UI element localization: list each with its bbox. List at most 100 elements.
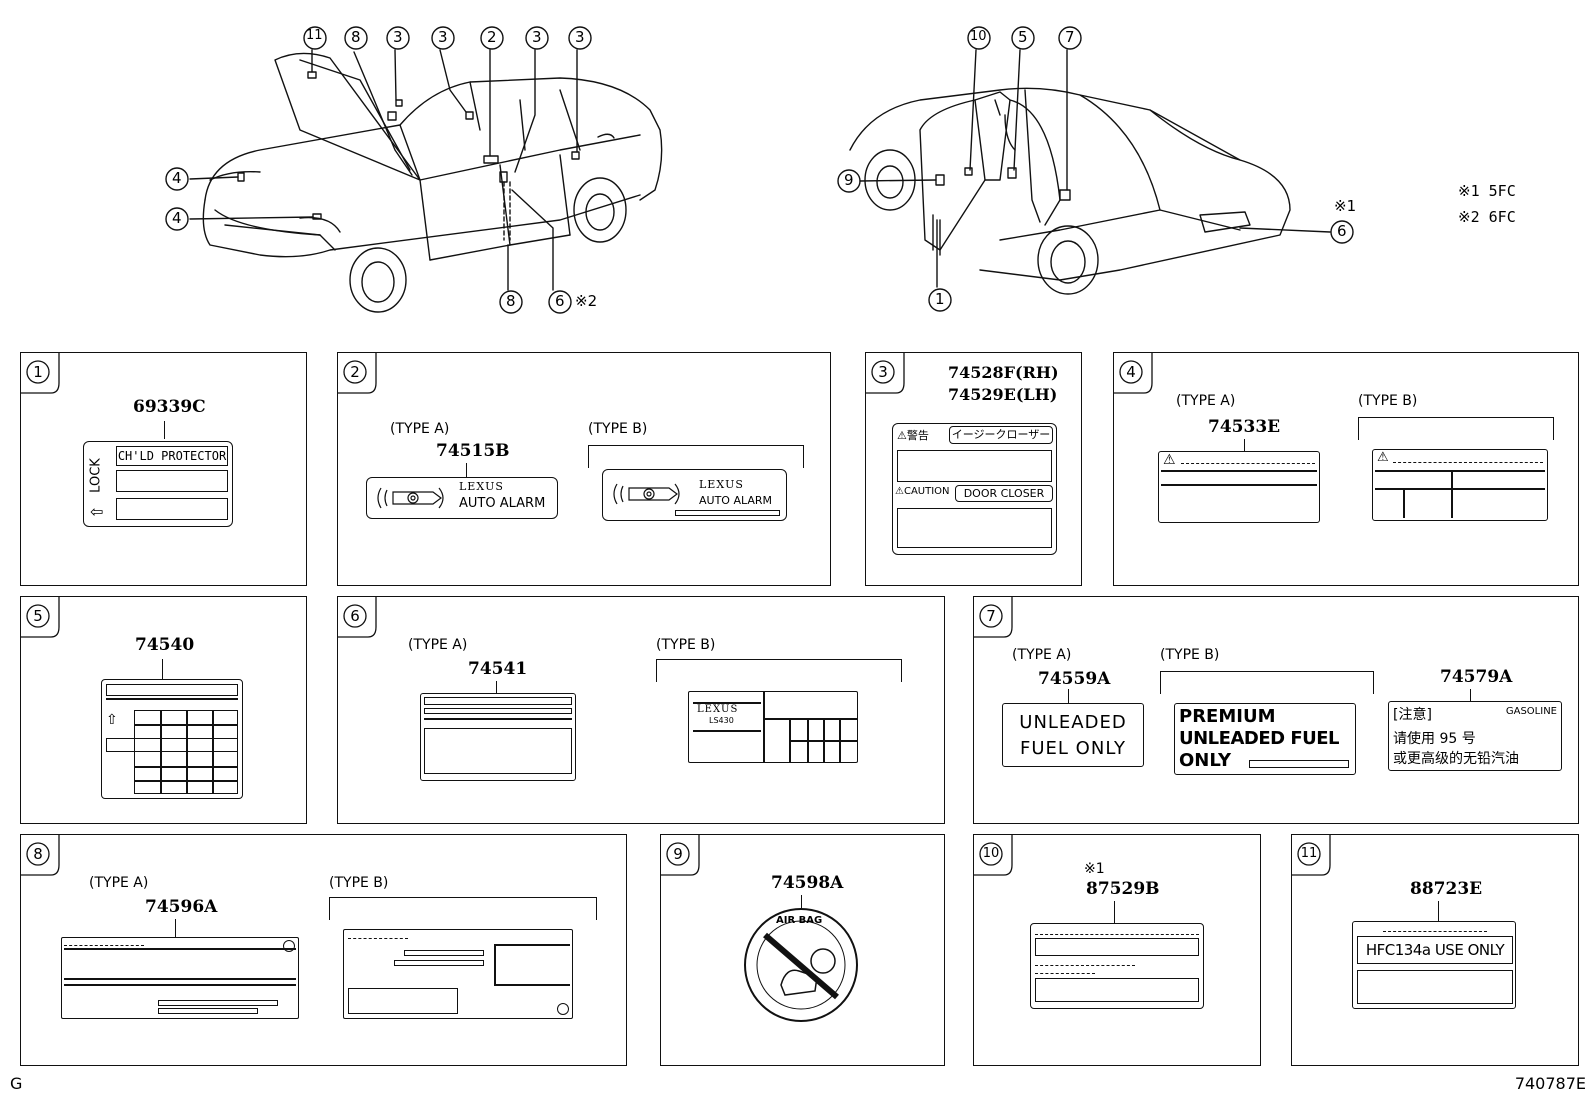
brand-logo: LEXUS: [699, 478, 744, 491]
panel-number: 3: [878, 363, 888, 381]
panel-number-tab: 2: [338, 353, 382, 395]
premium-line-1: PREMIUM: [1179, 706, 1276, 727]
panel-number: 9: [673, 845, 683, 863]
panel-10: 10 ※1 87529B: [973, 834, 1261, 1066]
part-number: 74541: [468, 659, 528, 679]
callout-3: 3: [532, 28, 542, 46]
cn-header: [注意]: [1393, 707, 1432, 723]
unleaded-line-1: UNLEADED: [1019, 712, 1127, 733]
warning-triangle-icon: ⚠: [1377, 450, 1389, 465]
arrow-up-icon: ⇧: [106, 712, 118, 728]
panel-4: 4 (TYPE A) 74533E ⚠ (TYPE B) ⚠: [1113, 352, 1579, 586]
side-lock-text: LOCK: [88, 458, 104, 493]
type-b-label: (TYPE B): [588, 421, 648, 437]
part-number-rh: 74528F(RH): [948, 363, 1059, 382]
part-number: 74533E: [1208, 417, 1281, 437]
panel-number: 5: [33, 607, 43, 625]
hfc-text: HFC134a USE ONLY: [1357, 936, 1513, 964]
note-2: ※2: [575, 292, 598, 310]
load-label-type-b: LEXUS LS430: [688, 691, 858, 763]
auto-alarm-text: AUTO ALARM: [699, 494, 773, 507]
footnotes: ※1 5FC ※2 6FC: [1458, 178, 1516, 230]
callout-1: 1: [935, 290, 945, 308]
callout-11: 11: [306, 28, 323, 43]
rear-car-illustration: [849, 87, 1291, 295]
auto-alarm-text: AUTO ALARM: [459, 496, 546, 511]
callout-10: 10: [970, 29, 987, 44]
type-b-label: (TYPE B): [1358, 393, 1418, 409]
easy-closer-text: イージークローザー: [949, 426, 1053, 444]
model-name: LS430: [709, 716, 734, 725]
panel-number: 6: [350, 607, 360, 625]
panel-number: 10: [982, 846, 1000, 861]
part-number: 74540: [135, 635, 195, 655]
callout-8: 8: [506, 292, 516, 310]
emission-label-type-b: [343, 929, 573, 1019]
panel-number-tab: 6: [338, 597, 382, 639]
panel-number-tab: 9: [661, 835, 705, 877]
child-protector-label: LOCK CH'LD PROTECTOR ⇦: [83, 441, 233, 527]
door-closer-text: DOOR CLOSER: [955, 485, 1053, 502]
type-a-label: (TYPE A): [1012, 647, 1072, 663]
label-title: CH'LD PROTECTOR: [116, 446, 228, 466]
callout-4: 4: [172, 209, 182, 227]
car-alarm-icon: [613, 483, 680, 505]
panel-number-tab: 4: [1114, 353, 1158, 395]
note-1: ※1: [1334, 197, 1357, 215]
type-b-label: (TYPE B): [1160, 647, 1220, 663]
part-number-c: 74579A: [1440, 667, 1513, 687]
hood-label-type-a: ⚠: [1158, 451, 1320, 523]
brand-logo: LEXUS: [697, 704, 739, 715]
panel-number: 2: [350, 363, 360, 381]
panel-number: 7: [986, 607, 996, 625]
warning-jp: ⚠警告: [897, 429, 929, 442]
part-number: 74596A: [145, 897, 218, 917]
callout-6: 6: [555, 292, 565, 310]
premium-line-3: ONLY: [1179, 750, 1232, 771]
callout-5: 5: [1018, 28, 1028, 46]
arrow-left-icon: ⇦: [90, 502, 104, 521]
panel-number-tab: 8: [21, 835, 65, 877]
panel-number: 1: [33, 363, 43, 381]
part-number: 74515B: [436, 441, 510, 461]
part-number: 69339C: [133, 397, 206, 417]
part-number: 74598A: [771, 873, 844, 893]
panel-1: 1 69339C LOCK CH'LD PROTECTOR ⇦: [20, 352, 307, 586]
part-number: 88723E: [1410, 879, 1483, 899]
callout-3: 3: [575, 28, 585, 46]
type-a-label: (TYPE A): [408, 637, 468, 653]
panel-6: 6 (TYPE A) 74541 (TYPE B) LEXUS LS430: [337, 596, 945, 824]
panel-number-tab: 10: [974, 835, 1018, 877]
panel-number-tab: 5: [21, 597, 65, 639]
part-number: 87529B: [1086, 879, 1160, 899]
callout-9: 9: [844, 171, 854, 189]
premium-line-2: UNLEADED FUEL: [1179, 728, 1340, 749]
ac-refrigerant-label: HFC134a USE ONLY: [1352, 921, 1516, 1009]
panel-number: 8: [33, 845, 43, 863]
unleaded-line-2: FUEL ONLY: [1020, 738, 1126, 759]
chinese-fuel-label: [注意] GASOLINE 请使用 95 号 或更高级的无铅汽油: [1388, 701, 1562, 771]
vehicle-label-location-illustrations: [165, 26, 1354, 314]
air-filter-label: [1030, 923, 1204, 1009]
front-car-illustration: [202, 52, 663, 313]
note-marker: ※1: [1084, 861, 1105, 877]
type-a-label: (TYPE A): [390, 421, 450, 437]
callout-3: 3: [438, 28, 448, 46]
emission-label-type-a: [61, 937, 299, 1019]
panel-number-tab: 11: [1292, 835, 1336, 877]
door-closer-label: ⚠警告 イージークローザー ⚠CAUTION DOOR CLOSER: [892, 423, 1057, 555]
callout-7: 7: [1065, 28, 1075, 46]
auto-alarm-label-type-b: LEXUS AUTO ALARM: [602, 469, 787, 521]
type-a-label: (TYPE A): [89, 875, 149, 891]
panel-5: 5 74540 ⇧: [20, 596, 307, 824]
type-a-label: (TYPE A): [1176, 393, 1236, 409]
panel-7: 7 (TYPE A) 74559A UNLEADED FUEL ONLY (TY…: [973, 596, 1579, 824]
no-child-seat-airbag-icon: [744, 908, 858, 1022]
panel-11: 11 88723E HFC134a USE ONLY: [1291, 834, 1579, 1066]
car-alarm-icon: [377, 487, 444, 509]
type-b-label: (TYPE B): [656, 637, 716, 653]
cn-gasoline: GASOLINE: [1505, 706, 1557, 717]
footer-left-code: G: [10, 1074, 23, 1093]
panel-3: 3 74528F(RH) 74529E(LH) ⚠警告 イージークローザー ⚠C…: [865, 352, 1082, 586]
cn-line-2: 或更高级的无铅汽油: [1393, 751, 1519, 767]
